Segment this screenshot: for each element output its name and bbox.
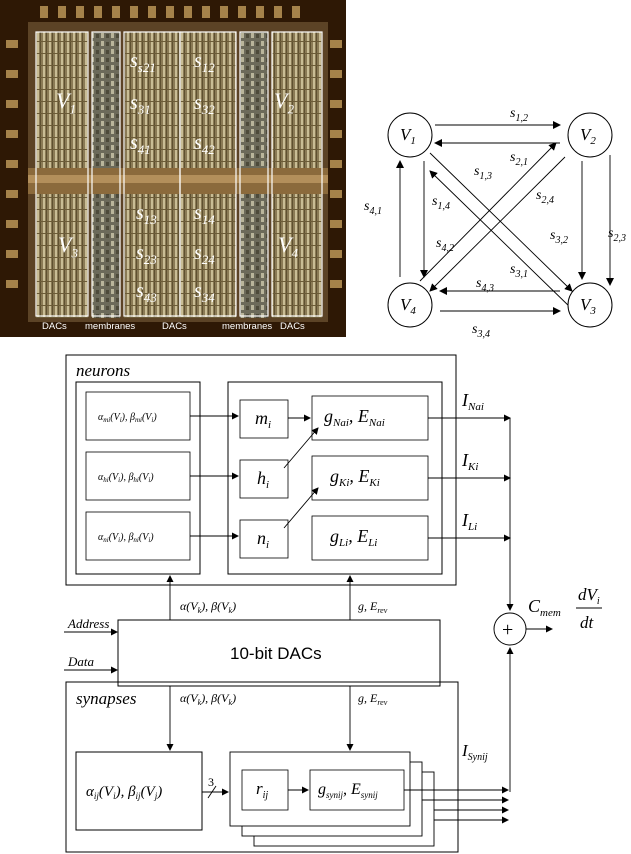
chip-label-s41: s41 xyxy=(130,132,151,157)
syn-stack-1 xyxy=(229,751,411,827)
chip-label-v4: V4 xyxy=(278,232,298,261)
edge-s13 xyxy=(429,152,573,292)
gate-label-m: mi xyxy=(255,408,271,431)
gate-box-m xyxy=(239,399,289,439)
chip-region-membranes-2: membranes xyxy=(222,321,273,332)
chip-label-s32: s32 xyxy=(194,92,215,117)
rate-label-m: αmi(Vi), βmi(Vi) xyxy=(98,412,157,424)
bus-label-g-bottom: g, Erev xyxy=(358,691,388,707)
channel-label-leak: gLi, ELi xyxy=(330,526,377,549)
address-label: Address xyxy=(67,616,109,631)
edge-label-s41: s4,1 xyxy=(364,199,382,217)
gate-label-n: ni xyxy=(257,528,269,551)
chip-label-s42: s42 xyxy=(194,132,215,157)
chip-label-s34: s34 xyxy=(194,280,215,305)
node-labels: V1 V2 V3 V4 xyxy=(400,125,596,317)
chip-label-v1: V1 xyxy=(56,88,76,117)
dac-box xyxy=(117,619,441,687)
chip-label-s43: s43 xyxy=(136,280,157,305)
chip-label-s24: s24 xyxy=(194,242,215,267)
output-equation: Cmem dVi dt xyxy=(528,585,602,632)
syn-rate-box xyxy=(75,751,203,831)
connectivity-graph: V1 V2 V3 V4 s1,2 s2,1 s1,3 s1,4 s4,1 s2,… xyxy=(364,106,626,340)
rate-functions-box xyxy=(75,381,201,575)
chip-label-v3: V3 xyxy=(58,232,78,261)
arrow-n-k xyxy=(283,487,319,529)
gate-labels: mi hi ni xyxy=(255,408,271,551)
node-v3 xyxy=(567,282,613,328)
synapses-outer-box xyxy=(65,681,459,853)
synapses-title: synapses xyxy=(76,689,137,708)
dt-label: dt xyxy=(580,613,595,632)
neurons-outer-box xyxy=(65,354,457,586)
dac-label: 10-bit DACs xyxy=(230,644,322,663)
syn-rate-label: αij(Vi), βij(Vj) xyxy=(86,784,162,801)
chip-label-s14: s14 xyxy=(194,202,215,227)
neurons-title: neurons xyxy=(76,361,131,380)
bus-width-label: 3 xyxy=(208,775,214,789)
channel-label-na: gNai, ENai xyxy=(324,406,385,429)
edge-label-s13: s1,3 xyxy=(474,164,492,182)
rate-label-n: αni(Vi), βni(Vi) xyxy=(98,532,154,544)
edge-label-s32: s3,2 xyxy=(550,228,568,246)
data-label: Data xyxy=(67,654,95,669)
bus-label-g-top: g, Erev xyxy=(358,599,388,615)
block-diagram: neurons αmi(Vi), βmi(Vi) αhi(Vi), βhi(Vi… xyxy=(64,354,602,853)
edge-label-s23: s2,3 xyxy=(608,226,626,244)
chip-photo: ss21 s12 s31 s32 s41 s42 s13 s14 s23 s24… xyxy=(0,0,346,337)
edge-label-s12: s1,2 xyxy=(510,106,528,124)
edge-label-s14: s1,4 xyxy=(432,194,450,212)
node-v1 xyxy=(387,112,433,158)
current-labels: INai IKi ILi xyxy=(461,390,484,533)
bond-pads-top xyxy=(40,6,300,18)
chip-region-dacs-2: DACs xyxy=(162,321,187,332)
chip-label-s21: ss21 xyxy=(130,50,156,75)
chip-die-image xyxy=(0,0,346,337)
chip-region-membranes-1: membranes xyxy=(85,321,136,332)
graph-edges xyxy=(396,121,614,315)
chip-region-dacs-3: DACs xyxy=(280,321,305,332)
chip-label-v2: V2 xyxy=(274,88,294,117)
rate-label-h: αhi(Vi), βhi(Vi) xyxy=(98,472,154,484)
bus-slash xyxy=(207,785,217,799)
node-v4 xyxy=(387,282,433,328)
arrow-h-na xyxy=(283,427,319,469)
graph-nodes xyxy=(387,112,613,328)
current-label-l: ILi xyxy=(461,510,477,533)
bond-pads-left xyxy=(6,40,18,288)
chip-label-s13: s13 xyxy=(136,202,157,227)
channel-labels: gNai, ENai gKi, EKi gLi, ELi xyxy=(324,406,385,549)
current-label-k: IKi xyxy=(461,450,478,473)
chip-label-s23: s23 xyxy=(136,242,157,267)
dv-label: dVi xyxy=(578,585,600,607)
edge-label-s21: s2,1 xyxy=(510,150,528,168)
gate-label-h: hi xyxy=(257,468,269,491)
region-outlines xyxy=(35,31,323,317)
node-v2 xyxy=(567,112,613,158)
c-mem-label: Cmem xyxy=(528,596,561,619)
edge-s42 xyxy=(419,142,557,282)
edge-label-s34: s3,4 xyxy=(472,322,490,340)
gate-box-n xyxy=(239,519,289,559)
bond-pads-right xyxy=(330,40,342,288)
edge-label-s42: s4,2 xyxy=(436,236,454,254)
summation-node xyxy=(493,612,527,646)
gate-box-h xyxy=(239,459,289,499)
rate-labels: αmi(Vi), βmi(Vi) αhi(Vi), βhi(Vi) αni(Vi… xyxy=(98,412,157,544)
chip-label-s31: s31 xyxy=(130,92,151,117)
edge-label-s24: s2,4 xyxy=(536,188,554,206)
edge-label-s31: s3,1 xyxy=(510,262,528,280)
bus-label-ab-bottom: α(Vk), β(Vk) xyxy=(180,691,236,707)
bus-label-ab-top: α(Vk), β(Vk) xyxy=(180,599,236,615)
current-label-na: INai xyxy=(461,390,484,413)
chip-region-dacs-1: DACs xyxy=(42,321,67,332)
plus-sign: + xyxy=(502,619,513,641)
edge-s24 xyxy=(429,156,566,292)
channel-label-k: gKi, EKi xyxy=(330,466,380,489)
chip-label-s12: s12 xyxy=(194,50,215,75)
edge-s31 xyxy=(429,170,573,310)
i-syn-label: ISynij xyxy=(461,741,488,763)
